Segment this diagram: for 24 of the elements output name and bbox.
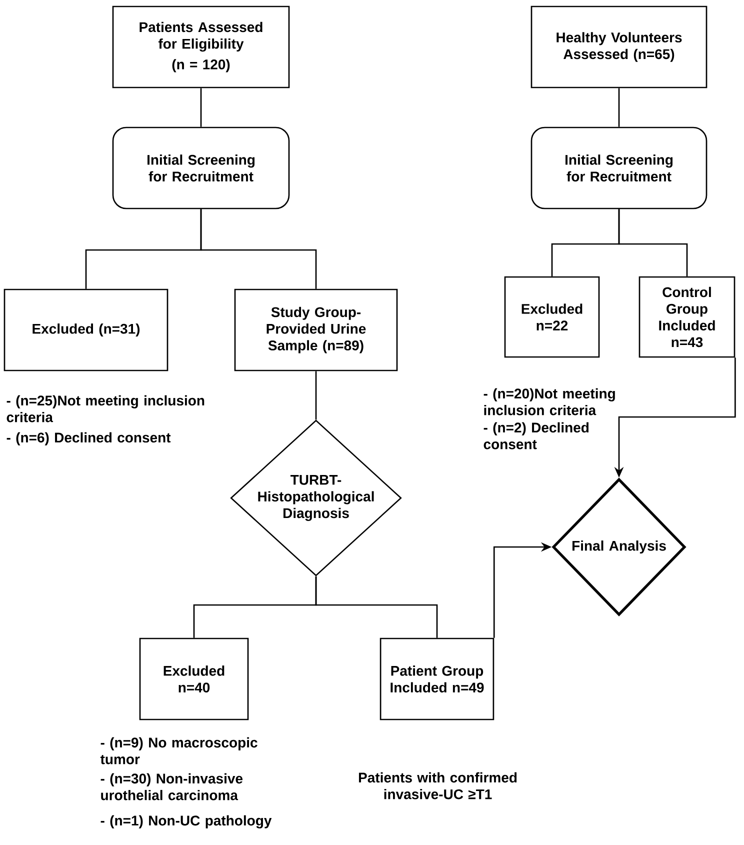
connector bbox=[618, 88, 620, 127]
process-box: Excluded n=40 bbox=[139, 638, 249, 720]
note-text: - (n=6) Declined consent bbox=[6, 432, 171, 446]
connector bbox=[200, 209, 317, 289]
screening-box: Initial Screening for Recruitment bbox=[112, 126, 290, 210]
note-text: Patients with confirmed invasive-UC ≥T1 bbox=[358, 772, 517, 800]
process-box: Study Group-Provided Urine Sample (n=89) bbox=[234, 288, 398, 372]
note-text: - (n=20)Not meeting inclusion criteria bbox=[484, 388, 615, 416]
connector bbox=[315, 576, 438, 638]
process-box: Control Group Included n=43 bbox=[638, 276, 736, 358]
connector bbox=[200, 88, 202, 127]
process-box: Excluded n=22 bbox=[504, 276, 600, 358]
note-text: - (n=1) Non-UC pathology bbox=[100, 815, 272, 828]
process-box: Patients Assessed for Eligibility (n = 120) bbox=[112, 6, 290, 88]
note-text: - (n=9) No macroscopic tumor bbox=[100, 737, 258, 764]
connector bbox=[315, 371, 317, 420]
screening-box: Initial Screening for Recruitment bbox=[530, 126, 708, 210]
process-box: Patient Group Included n=49 bbox=[380, 638, 494, 720]
note-text: - (n=25)Not meeting inclusion criteria bbox=[6, 395, 204, 422]
process-box: Healthy Volunteers Assessed (n=65) bbox=[530, 6, 708, 88]
note-text: - (n=2) Declined consent bbox=[484, 422, 589, 450]
note-text: - (n=30) Non-invasive urothelial carcinoma bbox=[100, 773, 243, 800]
connector bbox=[618, 209, 688, 276]
process-box: Excluded (n=31) bbox=[4, 288, 168, 372]
